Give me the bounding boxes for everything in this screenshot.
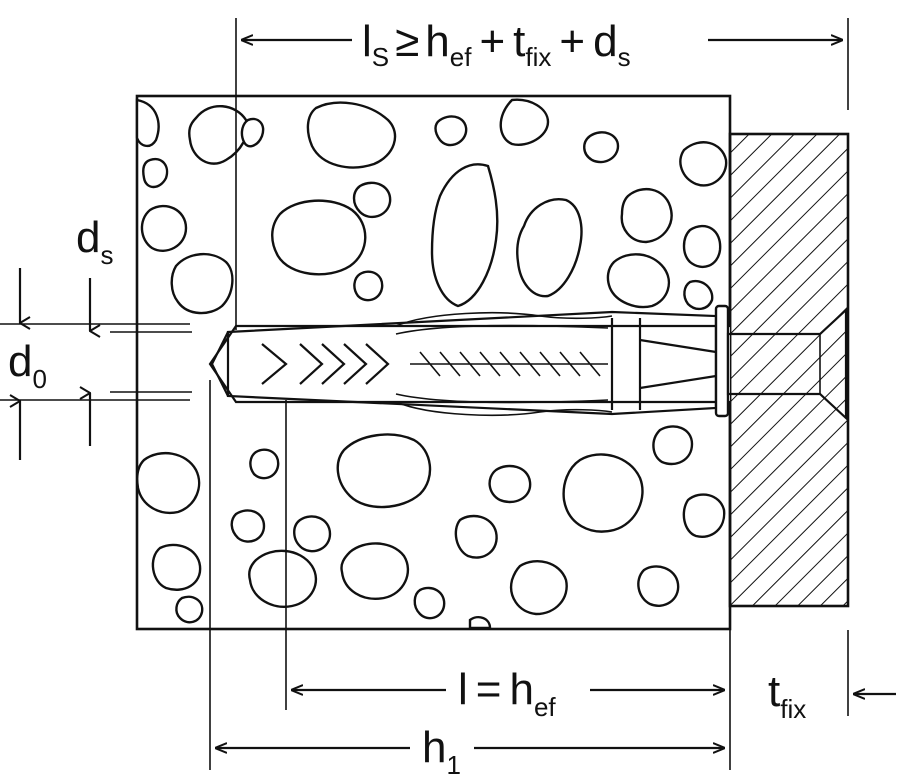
dim-hole-diameter: d0 xyxy=(8,268,47,460)
label-d0: d0 xyxy=(8,337,47,394)
fixture-plate xyxy=(728,132,850,608)
label-screw-length: lS≥hef+tfix+ds xyxy=(362,17,631,72)
dim-fixture-thickness: tfix xyxy=(768,667,896,724)
dim-hole-depth: h1 xyxy=(216,723,724,780)
label-ds: ds xyxy=(76,213,113,270)
dim-anchor-length: l=hef xyxy=(292,665,724,722)
screw-thread xyxy=(410,351,608,377)
aggregate-stones xyxy=(135,98,728,630)
label-h1: h1 xyxy=(422,723,461,780)
label-anchor-length: l=hef xyxy=(458,665,556,722)
label-tfix: tfix xyxy=(768,667,806,724)
screw xyxy=(714,304,848,421)
dim-screw-diameter: ds xyxy=(76,213,113,446)
anchor-barbs xyxy=(261,343,390,385)
dim-screw-length: lS≥hef+tfix+ds xyxy=(242,17,842,72)
extension-lines xyxy=(0,18,849,770)
plastic-anchor xyxy=(210,310,718,416)
